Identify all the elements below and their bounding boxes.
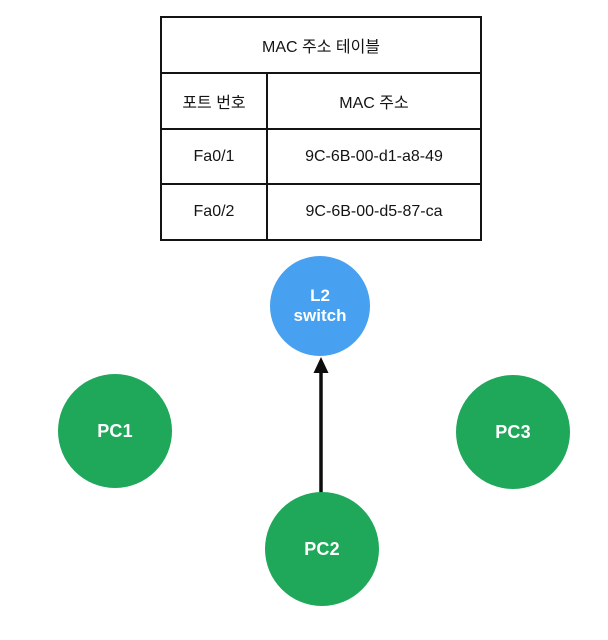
- node-pc3[interactable]: PC3: [456, 375, 570, 489]
- node-pc1[interactable]: PC1: [58, 374, 172, 488]
- table-title: MAC 주소 테이블: [159, 16, 483, 74]
- arrowhead-icon: [313, 357, 329, 373]
- cell-port: Fa0/1: [160, 128, 268, 185]
- column-header-mac: MAC 주소: [265, 72, 483, 130]
- table-header-row: 포트 번호 MAC 주소: [160, 72, 483, 130]
- column-header-port: 포트 번호: [160, 72, 268, 130]
- cell-mac: 9C-6B-00-d1-a8-49: [265, 128, 483, 185]
- cell-port: Fa0/2: [160, 183, 268, 241]
- mac-address-table: MAC 주소 테이블 포트 번호 MAC 주소 Fa0/1 9C-6B-00-d…: [159, 16, 483, 241]
- node-label: PC2: [304, 538, 340, 559]
- cell-mac: 9C-6B-00-d5-87-ca: [265, 183, 483, 241]
- table-row: Fa0/2 9C-6B-00-d5-87-ca: [160, 183, 483, 241]
- node-label: PC3: [495, 421, 531, 442]
- node-label: L2 switch: [293, 285, 347, 325]
- table-row: Fa0/1 9C-6B-00-d1-a8-49: [160, 128, 483, 185]
- node-pc2[interactable]: PC2: [265, 492, 379, 606]
- node-l2-switch[interactable]: L2 switch: [270, 256, 370, 356]
- node-label: PC1: [97, 420, 133, 441]
